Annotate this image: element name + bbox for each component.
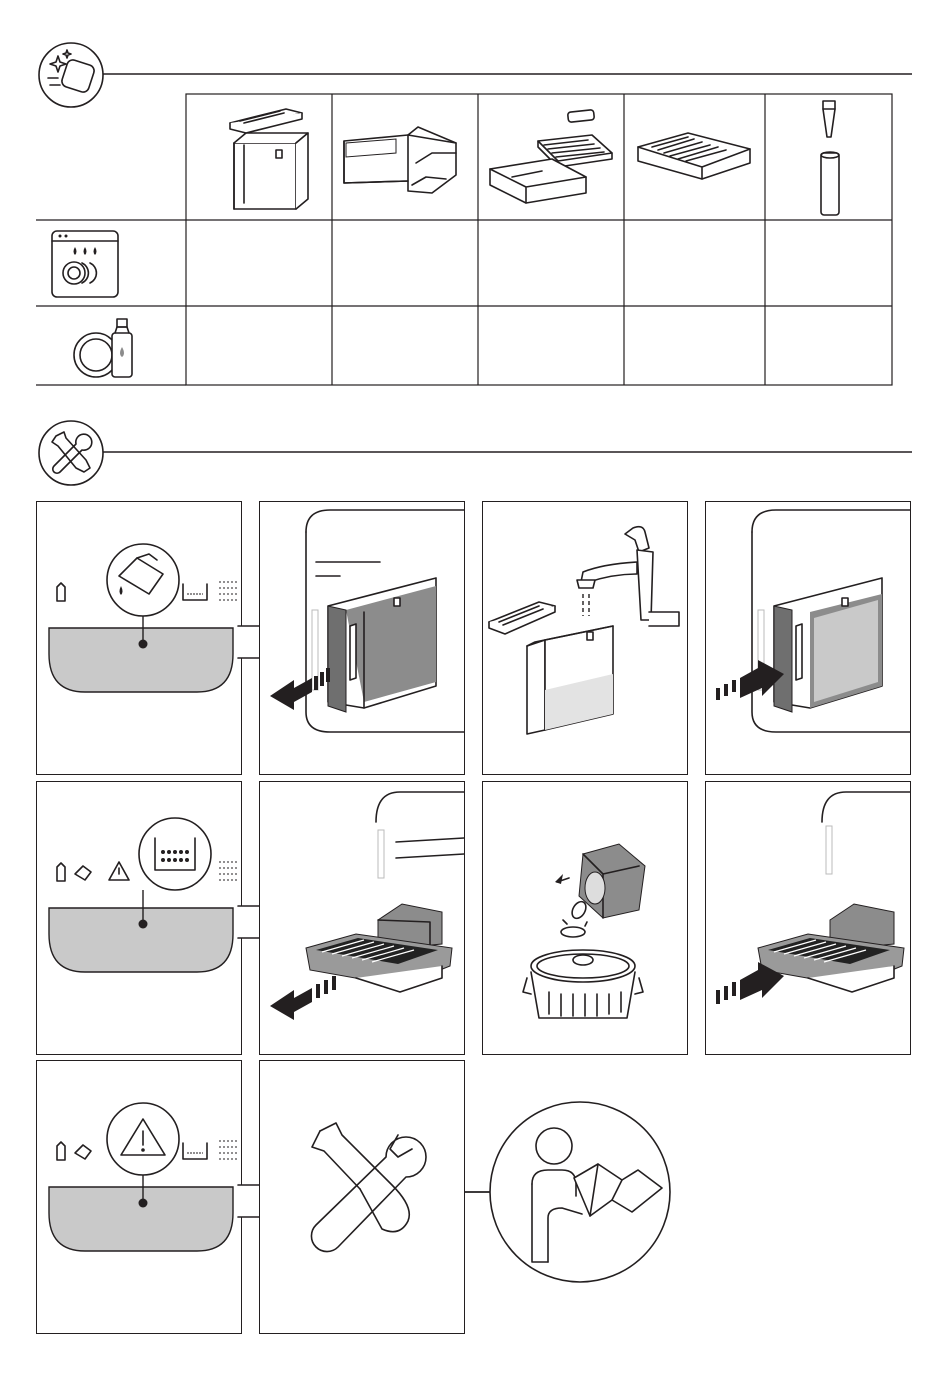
empty-grounds-step <box>482 781 688 1055</box>
maintenance-section-header <box>36 418 912 490</box>
drip-tray-assembly-image <box>482 107 622 207</box>
hand-wash-icon <box>70 313 140 381</box>
large-tools-icon <box>260 1061 464 1333</box>
warning-category-panel <box>36 1060 242 1334</box>
cleaning-table <box>36 93 894 387</box>
water-tank-image <box>216 103 316 215</box>
remove-water-tank-step <box>259 501 465 775</box>
tools-icon <box>36 418 912 490</box>
small-tube-icon <box>57 583 65 601</box>
coffee-grounds-container-image <box>336 123 466 203</box>
read-manual-icon <box>462 1092 694 1312</box>
empty-grounds-category-panel <box>36 781 242 1055</box>
insert-water-tank-step <box>705 501 911 775</box>
drip-tray-grid-image <box>632 123 760 193</box>
small-tray-icon <box>183 584 207 600</box>
dishwasher-icon <box>50 229 120 299</box>
insert-drip-tray-step <box>705 781 911 1055</box>
milk-frother-nozzle-image <box>811 97 851 219</box>
service-tools-step <box>259 1060 465 1334</box>
refill-category-panel <box>36 501 242 775</box>
remove-drip-tray-step <box>259 781 465 1055</box>
fill-water-tank-step <box>482 501 688 775</box>
small-waves-icon <box>219 582 237 600</box>
